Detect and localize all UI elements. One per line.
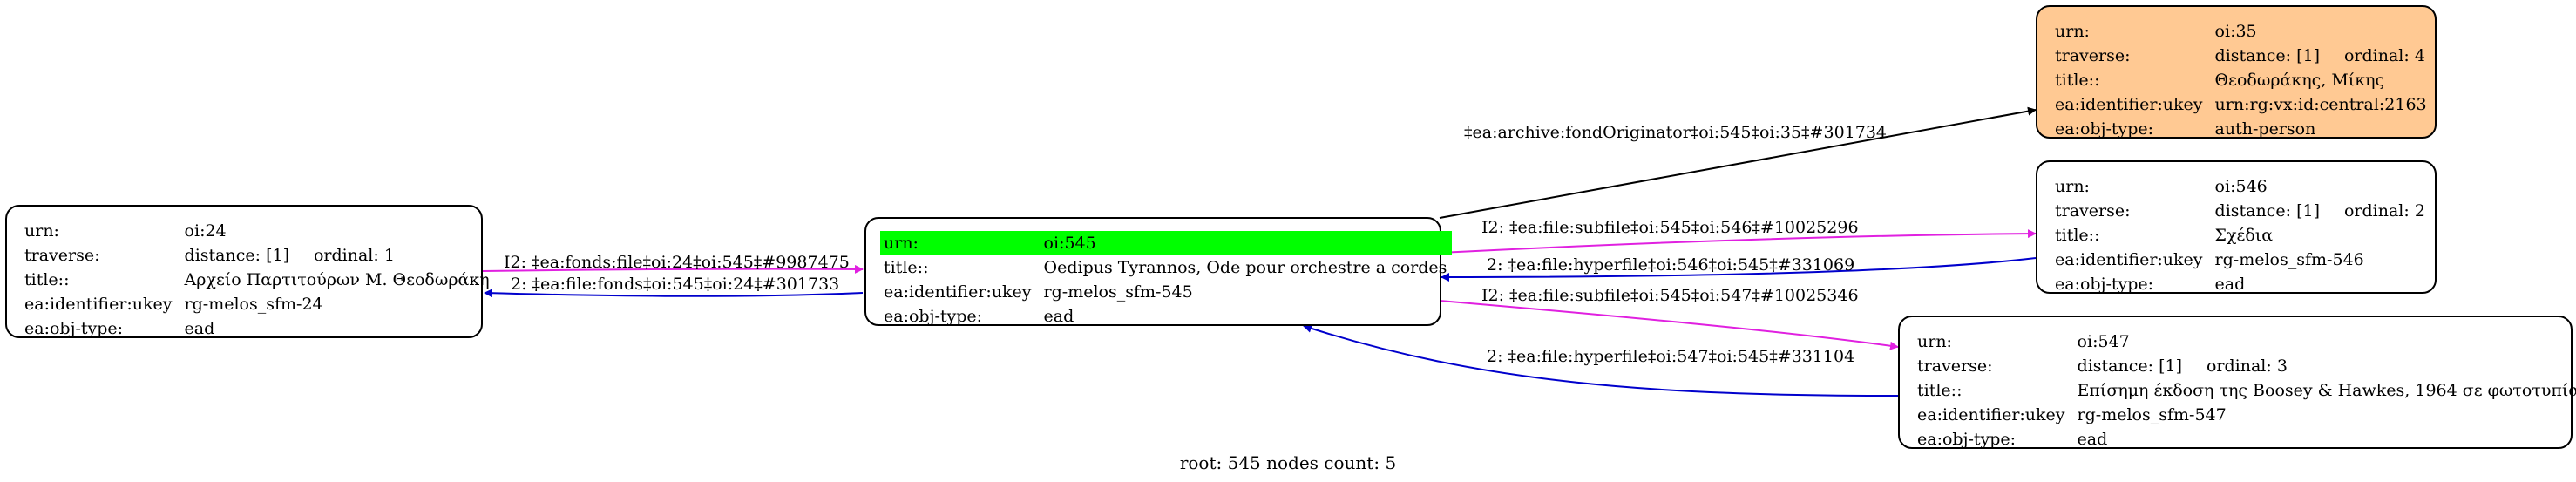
key-traverse: traverse:	[2055, 201, 2131, 221]
key-title: title::	[884, 258, 929, 277]
edge-546-to-545	[1441, 257, 2037, 282]
node-table: urn: oi:24 traverse: distance: [1] ordina…	[21, 219, 495, 341]
value-identifier: rg-melos_sfm-547	[2077, 405, 2227, 424]
key-title: title::	[2055, 226, 2100, 245]
value-distance: distance: [1]	[184, 246, 289, 265]
node-oi-545[interactable]: urn: oi:545 title:: Oedipus Tyrannos, Od…	[864, 217, 1453, 326]
key-obj-type: ea:obj-type:	[884, 307, 983, 326]
key-urn: urn:	[2055, 22, 2090, 41]
key-urn: urn:	[1917, 332, 1952, 351]
key-traverse: traverse:	[24, 246, 100, 265]
edge-label-546-to-545: 2: ‡ea:file:hyperfile‡oi:546‡oi:545‡#331…	[1487, 255, 1854, 275]
value-urn: oi:547	[2077, 332, 2130, 351]
key-identifier: ea:identifier:ukey	[884, 282, 1032, 302]
key-traverse: traverse:	[2055, 46, 2131, 65]
value-title: Αρχείο Παρτιτούρων Μ. Θεοδωράκη	[184, 270, 490, 289]
value-ordinal: ordinal: 4	[2343, 46, 2425, 65]
node-oi-35[interactable]: urn: oi:35 traverse: distance: [1] ordina…	[2036, 5, 2437, 139]
edge-547-to-545	[1303, 324, 1899, 397]
node-table: urn: oi:35 traverse: distance: [1] ordina…	[2051, 19, 2432, 141]
key-identifier: ea:identifier:ukey	[1917, 405, 2065, 424]
edge-545-to-546	[1439, 229, 2037, 254]
key-urn: urn:	[880, 231, 1041, 255]
value-ordinal: ordinal: 2	[2343, 201, 2425, 221]
value-urn: oi:35	[2214, 22, 2257, 41]
value-distance: distance: [1]	[2214, 46, 2320, 65]
value-ordinal: ordinal: 3	[2206, 356, 2288, 376]
node-table: urn: oi:545 title:: Oedipus Tyrannos, Od…	[880, 231, 1453, 329]
node-table: urn: oi:546 traverse: distance: [1] ordin…	[2051, 174, 2430, 296]
value-obj-type: auth-person	[2214, 119, 2316, 139]
value-obj-type: ead	[1043, 307, 1074, 326]
value-obj-type: ead	[184, 319, 215, 338]
node-table: urn: oi:547 traverse: distance: [1] ordin…	[1914, 329, 2576, 451]
edge-label-545-to-24: 2: ‡ea:file:fonds‡oi:545‡oi:24‡#301733	[511, 275, 839, 294]
value-identifier: rg-melos_sfm-24	[184, 295, 323, 314]
edge-label-545-to-35: ‡ea:archive:fondOriginator‡oi:545‡oi:35‡…	[1464, 123, 1887, 142]
key-obj-type: ea:obj-type:	[1917, 430, 2017, 449]
value-title: Θεοδωράκης, Μίκης	[2214, 71, 2385, 90]
key-identifier: ea:identifier:ukey	[2055, 250, 2203, 269]
node-oi-24[interactable]: urn: oi:24 traverse: distance: [1] ordina…	[5, 205, 490, 338]
value-identifier: urn:rg:vx:id:central:2163	[2214, 95, 2427, 114]
value-title: Σχέδια	[2214, 226, 2274, 245]
value-urn: oi:545	[1040, 231, 1453, 255]
key-title: title::	[24, 270, 70, 289]
value-distance: distance: [1]	[2214, 201, 2320, 221]
edge-label-24-to-545: I2: ‡ea:fonds:file‡oi:24‡oi:545‡#9987475	[504, 253, 850, 272]
key-identifier: ea:identifier:ukey	[2055, 95, 2203, 114]
value-urn: oi:546	[2214, 177, 2268, 196]
value-identifier: rg-melos_sfm-545	[1043, 282, 1193, 302]
value-distance: distance: [1]	[2077, 356, 2182, 376]
key-obj-type: ea:obj-type:	[2055, 275, 2154, 294]
key-title: title::	[2055, 71, 2100, 90]
value-title: Oedipus Tyrannos, Ode pour orchestre a c…	[1043, 258, 1447, 277]
edge-label-545-to-546: I2: ‡ea:file:subfile‡oi:545‡oi:546‡#1002…	[1481, 218, 1859, 237]
key-urn: urn:	[24, 221, 59, 241]
value-ordinal: ordinal: 1	[313, 246, 395, 265]
key-urn: urn:	[2055, 177, 2090, 196]
node-oi-547[interactable]: urn: oi:547 traverse: distance: [1] ordin…	[1898, 316, 2576, 451]
value-obj-type: ead	[2214, 275, 2246, 294]
key-identifier: ea:identifier:ukey	[24, 295, 173, 314]
edge-545-to-24	[484, 289, 864, 298]
key-traverse: traverse:	[1917, 356, 1993, 376]
edge-545-to-547	[1439, 300, 1899, 350]
edge-label-547-to-545: 2: ‡ea:file:hyperfile‡oi:547‡oi:545‡#331…	[1487, 347, 1854, 366]
value-urn: oi:24	[184, 221, 227, 241]
value-obj-type: ead	[2077, 430, 2108, 449]
node-oi-546[interactable]: urn: oi:546 traverse: distance: [1] ordin…	[2036, 160, 2437, 294]
key-obj-type: ea:obj-type:	[24, 319, 124, 338]
key-title: title::	[1917, 381, 1963, 400]
value-title: Επίσημη έκδοση της Boosey & Hawkes, 1964…	[2077, 381, 2576, 400]
edge-545-to-35	[1439, 106, 2037, 219]
edge-24-to-545	[482, 264, 864, 274]
key-obj-type: ea:obj-type:	[2055, 119, 2154, 139]
edge-label-545-to-547: I2: ‡ea:file:subfile‡oi:545‡oi:547‡#1002…	[1481, 286, 1859, 305]
value-identifier: rg-melos_sfm-546	[2214, 250, 2364, 269]
graph-footer: root: 545 nodes count: 5	[1179, 452, 1397, 473]
